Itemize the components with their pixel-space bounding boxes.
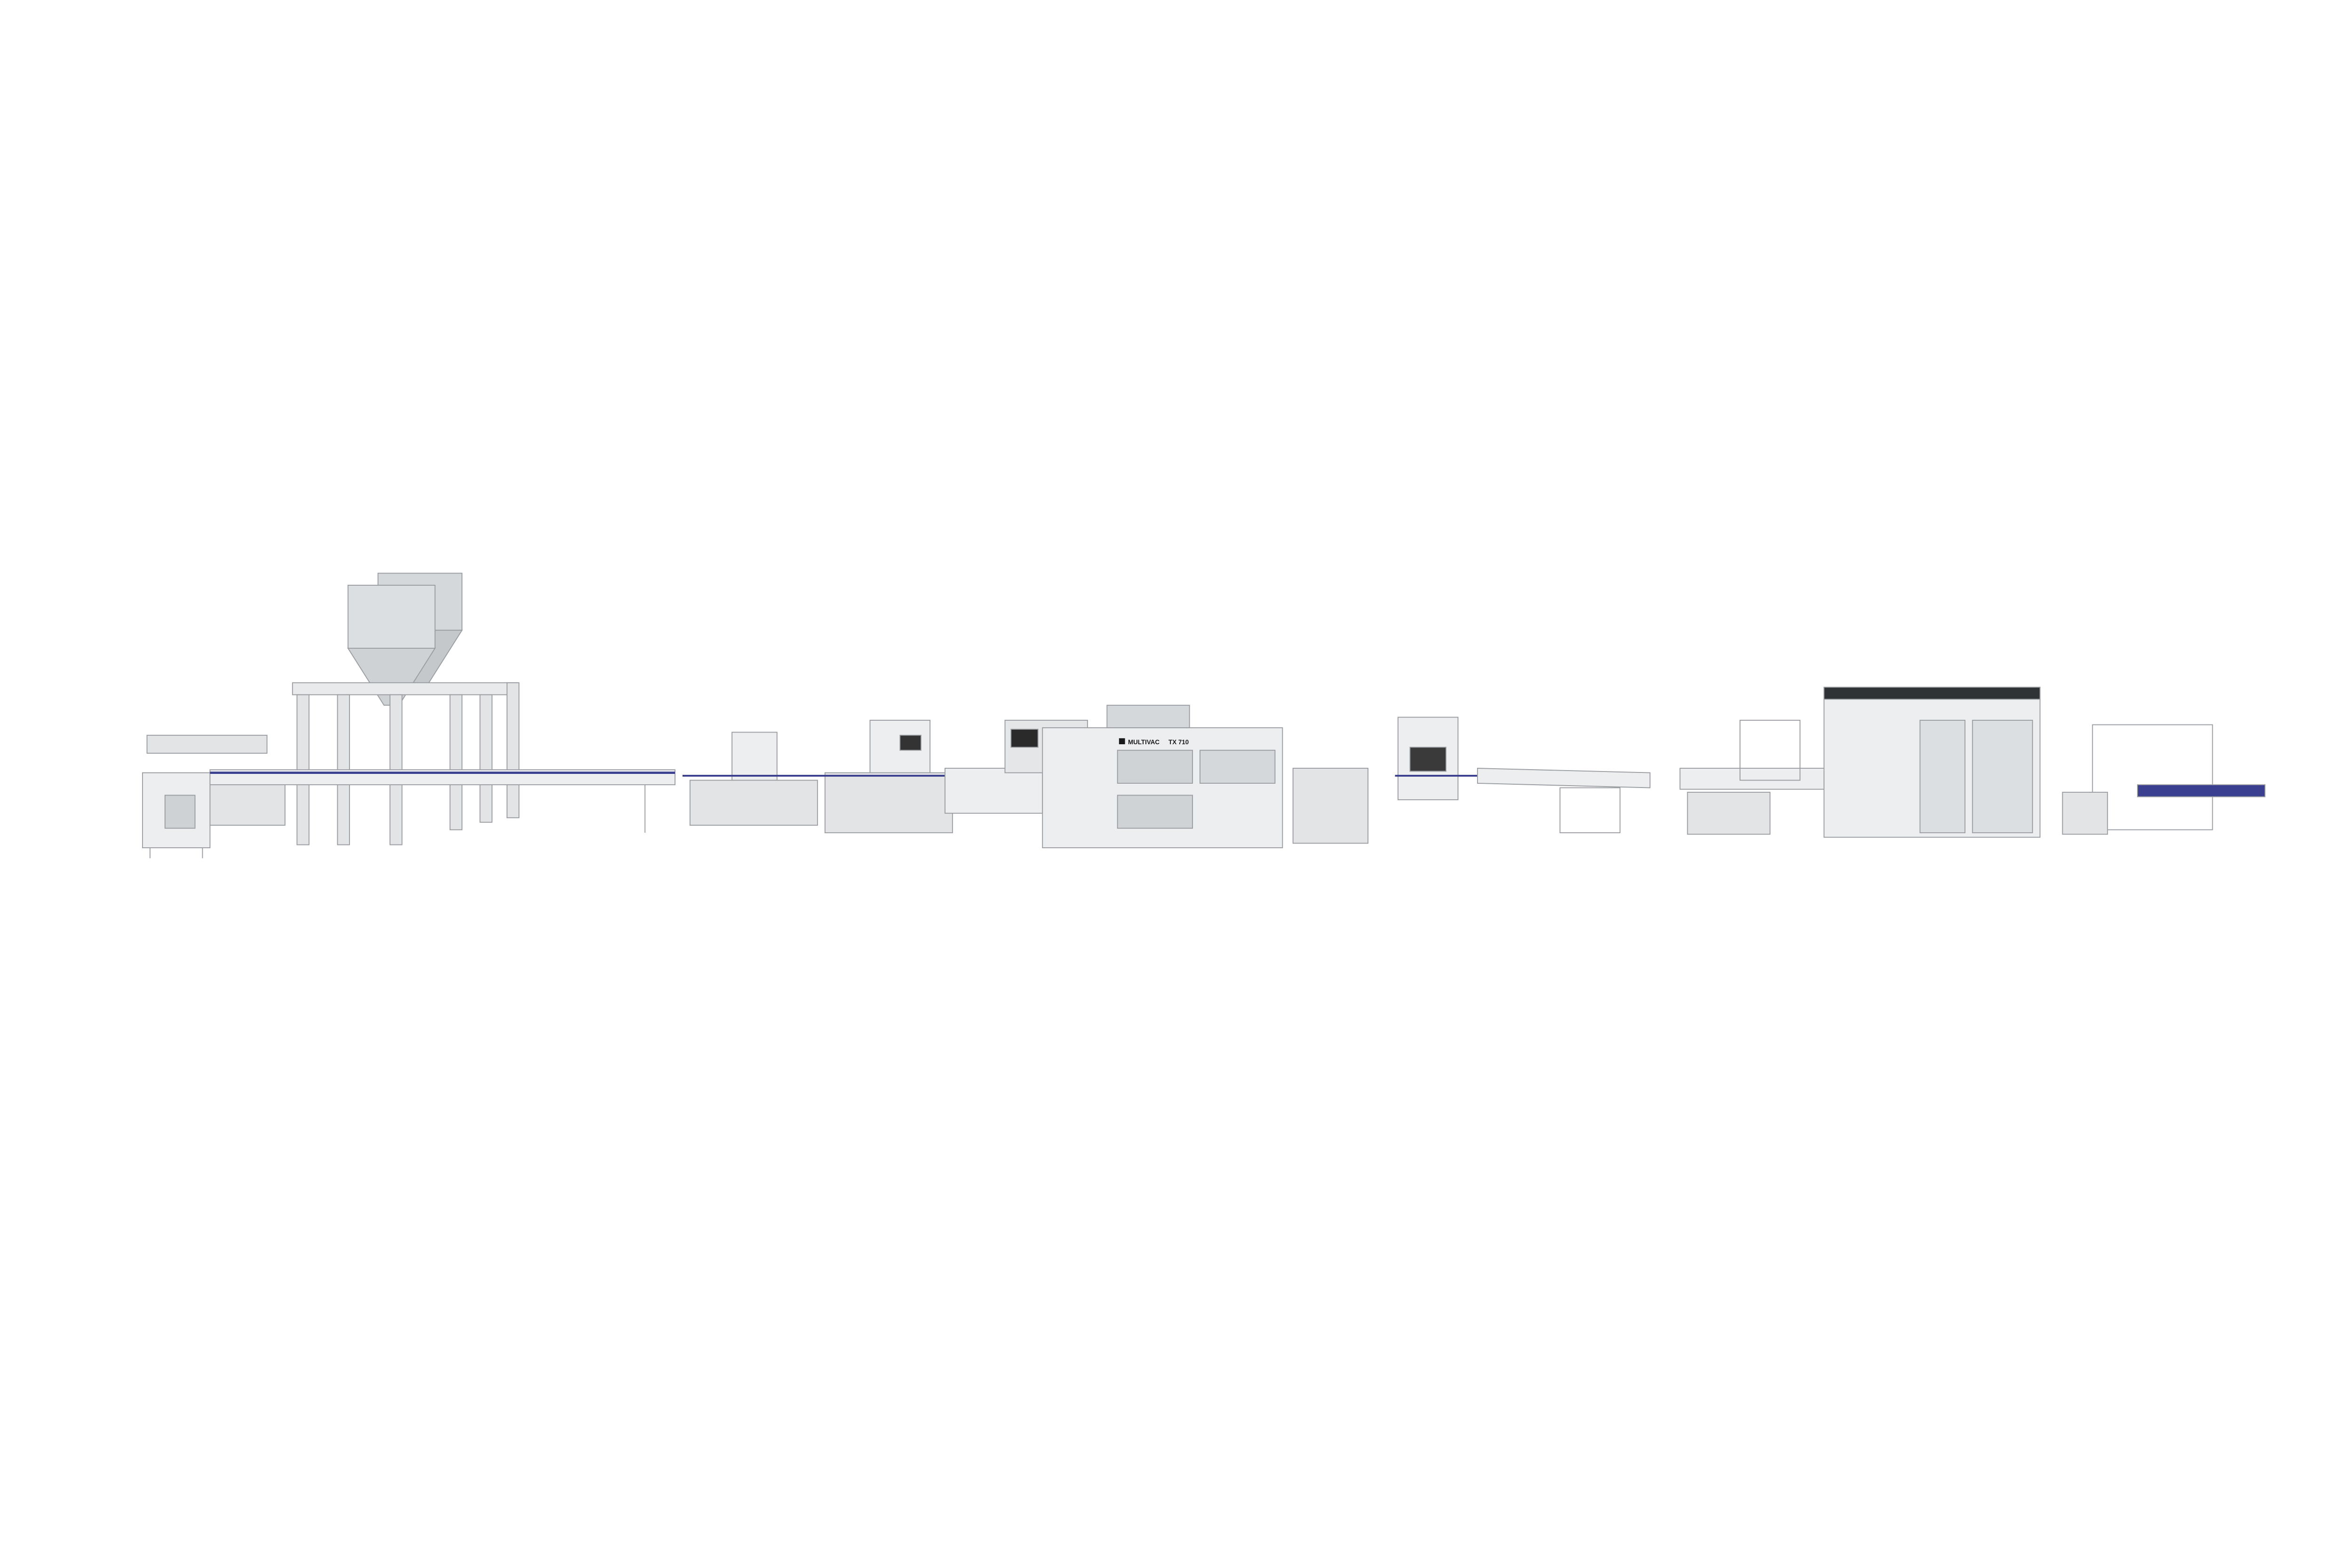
end-of-line-station <box>2062 724 2266 835</box>
machine-brand-label: MULTIVAC <box>1128 739 1160 746</box>
thermoformer-tx710: MULTIVAC TX 710 <box>944 705 1369 848</box>
case-packer <box>1740 686 2041 838</box>
distribution-conveyors <box>1477 768 1831 835</box>
inspection-stations <box>682 720 960 834</box>
hopper-tower <box>292 573 520 845</box>
xray-inspection <box>1395 716 1478 800</box>
long-conveyor <box>209 769 675 833</box>
machine-model-label: TX 710 <box>1168 739 1189 746</box>
infeed-station <box>142 734 286 859</box>
